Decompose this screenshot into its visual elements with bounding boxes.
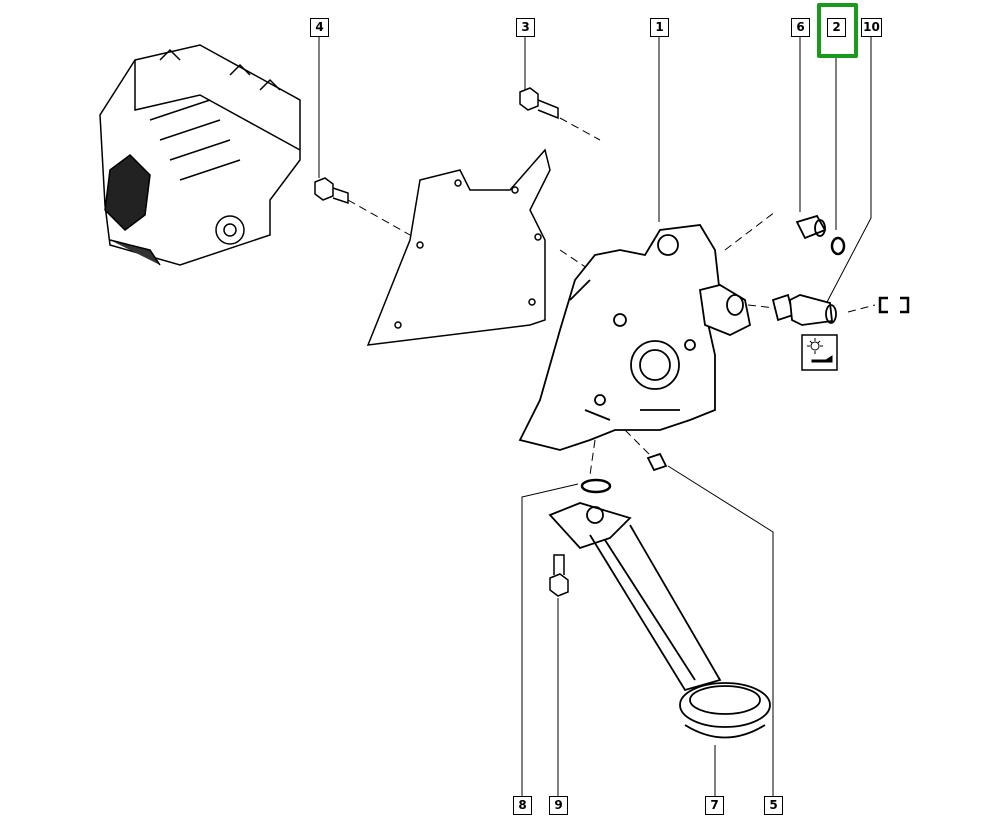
leader-lines	[318, 37, 872, 796]
callout-2[interactable]: 2	[827, 18, 846, 37]
assembly-lines	[347, 117, 876, 476]
engine-thumbnail	[99, 44, 301, 266]
callout-4[interactable]: 4	[310, 18, 329, 37]
callout-9[interactable]: 9	[549, 796, 568, 815]
callout-1[interactable]: 1	[650, 18, 669, 37]
bolt-part-3	[519, 87, 559, 120]
oil-pump-part-1	[518, 224, 752, 451]
callout-10[interactable]: 10	[861, 18, 882, 37]
connector-icon	[878, 296, 910, 314]
callout-6[interactable]: 6	[791, 18, 810, 37]
callout-8[interactable]: 8	[513, 796, 532, 815]
o-ring-part-8	[580, 478, 612, 494]
callout-3[interactable]: 3	[516, 18, 535, 37]
bush-part-5	[646, 452, 668, 472]
sleeve-part-6	[795, 214, 827, 240]
o-ring-part-2	[830, 236, 846, 256]
pressure-switch-part-10	[771, 293, 837, 326]
callout-7[interactable]: 7	[705, 796, 724, 815]
callout-5[interactable]: 5	[764, 796, 783, 815]
bolt-part-9	[549, 554, 569, 597]
oil-strainer-part-7	[548, 502, 771, 739]
selected-part-highlight	[817, 3, 858, 58]
bolt-part-4	[314, 177, 349, 205]
oil-pressure-warning-icon	[801, 334, 838, 371]
gasket-part	[366, 148, 551, 346]
